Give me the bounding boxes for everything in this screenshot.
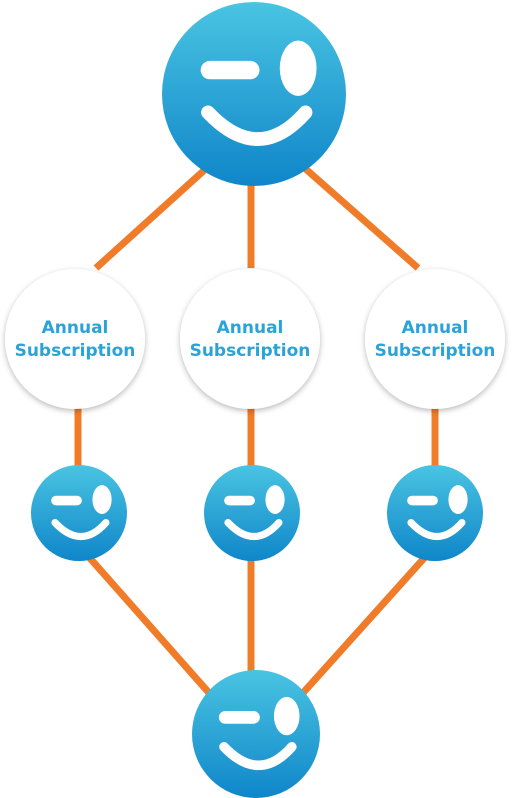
subscription-node-right: Annual Subscription (365, 269, 505, 409)
connector-lines (74, 161, 439, 697)
middle-user-node-middle (204, 465, 300, 561)
connector-top-to-right-subscription (297, 161, 421, 271)
subscription-label-line1: Annual (217, 318, 284, 338)
winking-smiley-icon (192, 670, 320, 798)
connector-left-user-to-bottom (85, 553, 213, 697)
subscription-label-line2: Subscription (375, 341, 496, 361)
middle-user-node-left (31, 465, 127, 561)
subscription-node-left: Annual Subscription (5, 269, 145, 409)
subscription-label-line1: Annual (402, 318, 469, 338)
subscription-label-line2: Subscription (190, 341, 311, 361)
winking-smiley-icon (204, 465, 300, 561)
subscription-label-line2: Subscription (15, 341, 136, 361)
subscription-circle (365, 269, 505, 409)
bottom-user-node (192, 670, 320, 798)
subscription-circle (5, 269, 145, 409)
subscription-node-middle: Annual Subscription (180, 269, 320, 409)
top-user-node (162, 2, 346, 186)
connector-top-to-left-subscription (93, 162, 213, 271)
subscription-circle (180, 269, 320, 409)
subscription-label-line1: Annual (42, 318, 109, 338)
middle-user-node-right (387, 465, 483, 561)
connector-right-user-to-bottom (299, 553, 429, 697)
winking-smiley-icon (162, 2, 346, 186)
winking-smiley-icon (31, 465, 127, 561)
winking-smiley-icon (387, 465, 483, 561)
